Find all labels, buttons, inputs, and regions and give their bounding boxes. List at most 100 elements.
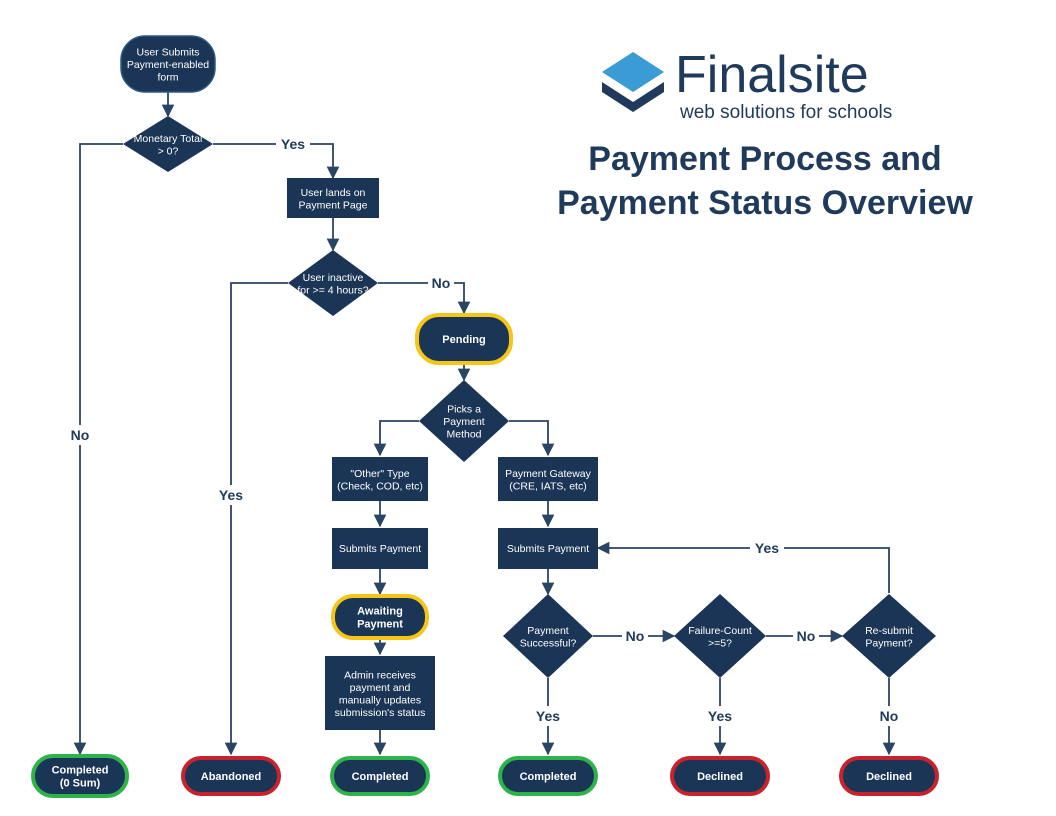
status-abandoned-text: Abandoned	[201, 771, 262, 783]
node-text-line: Submits Payment	[339, 543, 421, 555]
node-text-line: Submits Payment	[507, 543, 589, 555]
node-resubmit-shape	[842, 594, 936, 678]
node-text-line: Completed	[352, 771, 409, 783]
node-gateway-shape	[498, 457, 598, 501]
status-declined-2-shape	[839, 756, 939, 796]
label-yes-success: Yes	[536, 708, 560, 724]
node-text-line: Pending	[442, 334, 485, 346]
label-no-resubmit: No	[880, 708, 899, 724]
edge-monetary-yes	[213, 143, 340, 180]
node-text-line: Method	[446, 429, 481, 441]
node-submit-right-text: Submits Payment	[507, 543, 589, 555]
edge-inactive-no	[378, 282, 471, 315]
node-gateway-text: Payment Gateway(CRE, IATS, etc)	[505, 468, 592, 493]
label-yes-failure: Yes	[708, 708, 732, 724]
node-text-line: User inactive	[303, 272, 364, 284]
node-text-line: Payment	[357, 619, 403, 631]
node-text-line: Picks a	[447, 404, 481, 416]
label-no-success: No	[626, 628, 645, 644]
node-other-text: "Other" Type(Check, COD, etc)	[337, 468, 423, 493]
label-no-failure: No	[797, 628, 816, 644]
node-text-line: Failure-Count	[688, 625, 752, 637]
logo-diamond-icon	[602, 52, 664, 112]
node-submit-right-shape	[498, 528, 598, 569]
edge-labels: Yes No No Yes Yes No No Yes Yes No	[66, 134, 902, 726]
status-completed-right-text: Completed	[520, 771, 577, 783]
node-text-line: (0 Sum)	[60, 778, 101, 790]
node-inactive-shape	[288, 250, 378, 316]
node-text-line: Payment	[527, 625, 569, 637]
page-title-line-1: Payment Process and	[588, 140, 941, 178]
edge-resubmit-yes	[596, 541, 890, 593]
node-picks-shape	[419, 380, 509, 462]
node-lands-shape	[287, 178, 379, 218]
node-admin-shape	[325, 656, 435, 730]
node-text-line: Payment-enabled	[127, 59, 209, 71]
label-yes-resubmit-loop: Yes	[755, 540, 779, 556]
node-text-line: for >= 4 hours?	[297, 284, 368, 296]
node-text-line: > 0?	[158, 145, 179, 157]
node-text-line: Payment?	[865, 637, 912, 649]
node-text-line: payment and	[350, 682, 411, 694]
status-awaiting-shape	[331, 594, 429, 640]
node-text-line: Declined	[866, 771, 912, 783]
status-completed-zero-text: Completed(0 Sum)	[52, 765, 109, 790]
logo-wordmark: Finalsite	[675, 46, 869, 104]
node-failure-text: Failure-Count>=5?	[688, 625, 752, 650]
node-text-line: (Check, COD, etc)	[337, 480, 423, 492]
status-pending-text: Pending	[442, 334, 485, 346]
node-successful-shape	[503, 594, 593, 678]
status-declined-1-text: Declined	[697, 771, 743, 783]
status-pending-shape	[415, 313, 513, 365]
logo-tagline: web solutions for schools	[679, 102, 892, 123]
edge-inactive-yes	[224, 282, 288, 756]
node-text-line: Re-submit	[865, 625, 913, 637]
node-start-shape	[120, 35, 216, 93]
node-text-line: Awaiting	[357, 606, 403, 618]
label-no-left: No	[71, 427, 90, 443]
node-text-line: Payment Page	[299, 199, 368, 211]
status-completed-zero-shape	[31, 754, 129, 798]
label-no-inactive: No	[432, 275, 451, 291]
node-text-line: Completed	[520, 771, 577, 783]
node-text-line: Declined	[697, 771, 743, 783]
node-text-line: Monetary Total	[134, 133, 203, 145]
status-completed-mid-shape	[330, 756, 430, 796]
node-text-line: Admin receives	[344, 669, 416, 681]
node-other-shape	[332, 457, 428, 501]
node-text-line: Completed	[52, 765, 109, 777]
node-text-line: (CRE, IATS, etc)	[509, 480, 586, 492]
edge-monetary-no	[73, 143, 123, 756]
node-text-line: Payment	[443, 416, 485, 428]
node-text-line: Payment Gateway	[505, 468, 592, 480]
status-abandoned-shape	[181, 756, 281, 796]
node-text-line: >=5?	[708, 637, 732, 649]
page-title-line-2: Payment Status Overview	[557, 184, 973, 222]
node-monetary-text: Monetary Total> 0?	[134, 133, 203, 158]
edge-picks-gateway	[509, 420, 555, 457]
node-text-line: "Other" Type	[350, 468, 409, 480]
node-text-line: Successful?	[520, 637, 577, 649]
node-text-line: form	[158, 72, 179, 84]
status-completed-right-shape	[498, 756, 598, 796]
label-yes-top: Yes	[281, 136, 305, 152]
node-text-line: User Submits	[136, 47, 199, 59]
label-yes-inactive: Yes	[219, 487, 243, 503]
node-text-line: Abandoned	[201, 771, 262, 783]
finalsite-logo: Finalsite web solutions for schools	[602, 46, 892, 123]
node-submit-left-text: Submits Payment	[339, 543, 421, 555]
node-monetary-shape	[123, 116, 213, 172]
node-failure-shape	[674, 594, 766, 678]
status-declined-1-shape	[670, 756, 770, 796]
status-declined-2-text: Declined	[866, 771, 912, 783]
